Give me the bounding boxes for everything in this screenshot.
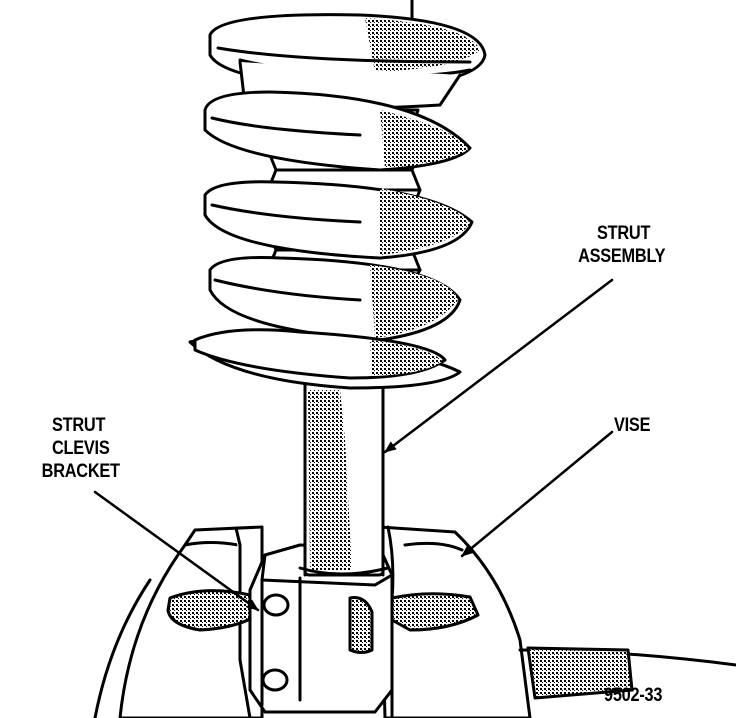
strut-assembly-line1: STRUT bbox=[597, 223, 651, 244]
strut-clevis-bracket-line2: CLEVIS bbox=[52, 438, 110, 459]
strut-clevis-bracket-leader bbox=[93, 490, 260, 612]
strut-clevis-bracket-line1: STRUT bbox=[52, 415, 106, 436]
coil-spring bbox=[193, 13, 487, 380]
strut-clevis-bracket bbox=[248, 543, 394, 714]
figure-number: 9502-33 bbox=[604, 684, 662, 707]
strut-assembly-line2: ASSEMBLY bbox=[578, 246, 666, 267]
vise-text: VISE bbox=[614, 415, 651, 436]
figure-number-text: 9502-33 bbox=[604, 685, 663, 706]
vise-label: VISE bbox=[614, 414, 650, 437]
vise-leader bbox=[460, 430, 614, 558]
strut-assembly-leader bbox=[383, 278, 614, 454]
strut-clevis-bracket-line3: BRACKET bbox=[41, 461, 120, 482]
leader-lines bbox=[93, 278, 614, 612]
strut-assembly-label: STRUT ASSEMBLY bbox=[578, 222, 665, 268]
strut-clevis-bracket-label: STRUT CLEVIS BRACKET bbox=[42, 414, 120, 483]
